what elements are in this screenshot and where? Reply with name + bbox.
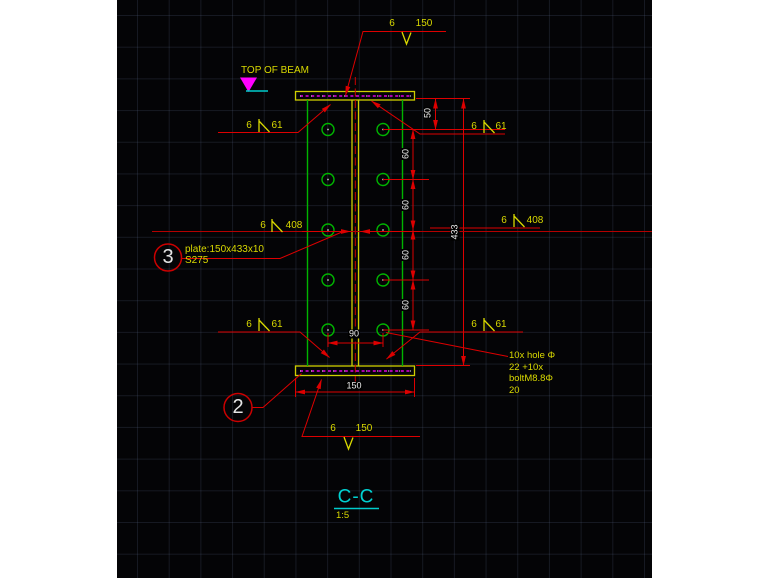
weld-top-right-value: 61 — [495, 121, 507, 132]
weld-symbol-top-left — [258, 119, 270, 133]
callout-2-number: 2 — [232, 396, 244, 418]
weld-bottom-size: 6 — [330, 423, 336, 434]
section-scale: 1:5 — [336, 510, 350, 521]
weld-bottom-left-value: 61 — [271, 319, 283, 330]
weld-bottom-left-size: 6 — [246, 319, 252, 330]
leader-weld-top-left — [218, 104, 331, 133]
leader-hole-note — [385, 332, 509, 357]
datum-triangle-icon — [240, 77, 257, 92]
weld-symbol-mid-left — [271, 219, 283, 233]
dim-text-433: 433 — [449, 223, 460, 241]
weld-bottom-value: 150 — [355, 423, 373, 434]
side-plates — [306, 100, 404, 366]
callout-circle-3 — [153, 243, 183, 272]
hole-note-line4: 20 — [509, 385, 520, 396]
hole-note-line2: 22 +10x — [509, 362, 544, 373]
weld-leaders — [152, 31, 652, 451]
leader-callout-2 — [252, 373, 302, 408]
weld-symbol-bottom-left — [258, 318, 270, 332]
top-of-beam-label: TOP OF BEAM — [241, 65, 309, 76]
weld-mid-right-value: 408 — [526, 215, 544, 226]
leader-weld-top — [345, 31, 446, 96]
dim-text-60-3: 60 — [400, 248, 411, 262]
dim-text-60-1: 60 — [400, 147, 411, 161]
weld-mid-left-value: 408 — [285, 220, 303, 231]
leader-weld-top-right — [371, 100, 505, 135]
weld-symbol-bottom — [343, 436, 354, 451]
callout-circle-2 — [223, 392, 253, 423]
hole-note-line1: 10x hole Φ — [509, 350, 556, 361]
weld-symbol-bottom-right — [483, 318, 495, 332]
callout-circles — [153, 243, 253, 423]
weld-mid-right-size: 6 — [501, 215, 507, 226]
leader-weld-bottom-left — [218, 331, 330, 358]
weld-symbol-top — [401, 31, 412, 46]
weld-top-left-size: 6 — [246, 120, 252, 131]
dim-text-60-4: 60 — [400, 298, 411, 312]
dimension-lines — [295, 98, 505, 397]
section-title: C-C — [337, 486, 375, 508]
weld-bottom-right-value: 61 — [495, 319, 507, 330]
hole-note-line3: boltM8.8Φ — [509, 373, 554, 384]
plate-label-line2: S275 — [185, 255, 209, 266]
dim-text-60-2: 60 — [400, 198, 411, 212]
plate-label-line1: plate:150x433x10 — [185, 244, 264, 255]
weld-symbol-mid-right — [513, 214, 525, 228]
top-of-beam-marker — [240, 77, 268, 92]
weld-top-size: 6 — [389, 18, 395, 29]
beam-section — [294, 77, 416, 388]
dim-text-150: 150 — [345, 380, 363, 391]
weld-symbol-top-right — [483, 120, 495, 134]
weld-top-value: 150 — [415, 18, 433, 29]
weld-top-left-value: 61 — [271, 120, 283, 131]
dim-text-50: 50 — [422, 106, 433, 120]
leader-weld-bottom-right — [386, 331, 523, 360]
leader-weld-bottom — [301, 379, 420, 437]
weld-mid-left-size: 6 — [260, 220, 266, 231]
leader-callout-3 — [181, 231, 343, 259]
weld-top-right-size: 6 — [471, 121, 477, 132]
callout-3-number: 3 — [162, 246, 174, 268]
weld-bottom-right-size: 6 — [471, 319, 477, 330]
dim-text-90: 90 — [347, 328, 361, 339]
